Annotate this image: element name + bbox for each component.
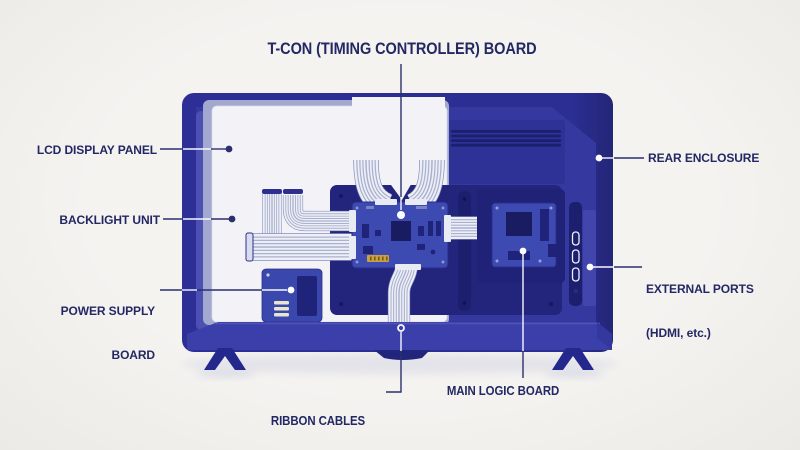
hdmi-port-2 [571,249,580,264]
hdmi-port-1 [571,231,580,246]
tv-leg-right [552,348,594,370]
dot-logic [519,247,527,255]
dot-power [287,286,295,294]
gold-edge-connector [367,255,389,262]
dot-rear [595,154,603,162]
leg-shadow-left [196,368,256,378]
external-ports [569,202,596,306]
tcon-board [349,199,451,270]
power-supply-board [261,268,323,323]
cable-cap-2 [283,189,303,194]
dot-ports [586,263,594,271]
ribbon-cable-bottom [399,262,407,325]
dot-lcd [225,145,233,153]
leader-lcd [160,145,233,153]
label-external-ports: EXTERNAL PORTS (HDMI, etc.) [646,282,754,340]
leader-lines [160,64,644,393]
label-main-logic-board: MAIN LOGIC BOARD [446,383,560,398]
label-lcd-display-panel: LCD DISPLAY PANEL [36,143,157,157]
tv-shadow [182,354,618,374]
dot-ribbon [397,324,405,332]
tv-base [187,322,612,360]
logic-chip [506,212,532,236]
leg-shadow-right [544,368,604,378]
tcon-chip [391,221,411,241]
leader-rear [595,154,644,162]
main-logic-board [477,189,565,283]
leader-backlight [163,215,236,223]
label-backlight-unit: BACKLIGHT UNIT [59,213,160,227]
label-tcon-board: T-CON (TIMING CONTROLLER) BOARD [267,40,537,58]
leader-tcon [397,64,405,219]
cable-cap-1 [262,189,282,194]
leader-logic [519,247,527,378]
cable-cap-wide [245,232,254,262]
label-power-supply-board: POWER SUPPLY BOARD [60,304,155,362]
vent-grille [447,120,565,184]
tv-leg-left [204,348,246,370]
leader-ribbon [386,324,405,393]
leader-ports [586,263,642,271]
hdmi-port-3 [571,267,580,282]
dot-backlight [228,215,236,223]
panel-wedge [383,174,417,200]
label-rear-enclosure: REAR ENCLOSURE [648,151,760,165]
leader-power [160,286,295,294]
base-notch [374,350,430,360]
label-ribbon-cables: RIBBON CABLES (LVDS CONNECTIONS) [270,413,366,428]
dot-tcon [397,211,405,219]
